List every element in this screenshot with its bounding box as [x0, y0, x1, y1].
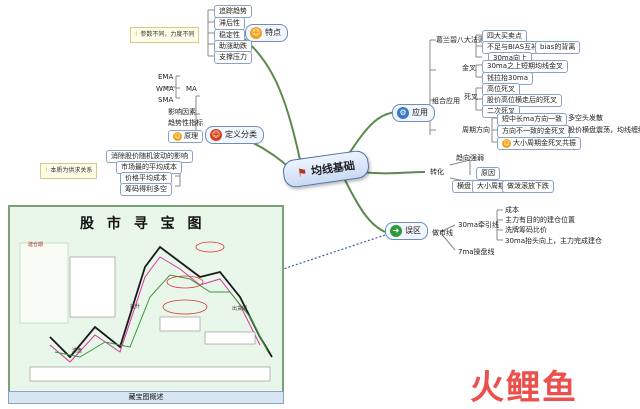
type-sma: SMA	[158, 96, 174, 104]
arrow-icon: ➜	[390, 225, 402, 237]
principle-item[interactable]: 做泼滚放下跌	[502, 180, 554, 193]
node-application-label: 应用	[412, 108, 428, 117]
type-wma: WMA	[156, 85, 174, 93]
node-definition-label: 定义分类	[225, 130, 257, 139]
death-cross-label: 死叉	[464, 93, 478, 101]
fund-line-label: 做市线	[432, 229, 453, 237]
ma7-label: 7ma操盘线	[458, 248, 495, 256]
essence-item[interactable]: 筹码得利多空	[120, 183, 172, 196]
smiley-icon: ☺	[502, 139, 511, 148]
treasure-map-caption: 藏宝图概述	[8, 391, 284, 404]
principle-node[interactable]: 原因	[476, 167, 500, 180]
smiley-icon: ☺	[210, 129, 222, 141]
node-pitfalls[interactable]: ➜ 误区	[385, 222, 428, 240]
node-application[interactable]: ⚙ 应用	[392, 104, 435, 122]
feature-note-text: 参数不同，力度不同	[140, 31, 195, 38]
ma30-label: 30ma牵引线	[458, 221, 500, 229]
combo-application-label: 组合应用	[432, 97, 460, 105]
node-definition[interactable]: ☺ 定义分类	[205, 126, 264, 144]
gear-icon: ⚙	[397, 107, 409, 119]
flag-icon: ⚑	[296, 165, 309, 180]
phase-label: 拉升	[130, 304, 141, 310]
essence-node[interactable]: ☺ 原理	[168, 130, 203, 143]
treasure-map-title: 股 市 寻 宝 图	[80, 216, 206, 232]
trend-strength-label: 趋向强弱	[456, 154, 484, 162]
central-topic-label: 均线基础	[310, 159, 356, 179]
treasure-map-drawing	[19, 241, 273, 382]
smiley-icon: ☺	[173, 132, 182, 141]
cycle-direction-label: 周期方向	[462, 126, 490, 134]
rule-group-label: 葛兰碧八大法则	[436, 36, 485, 44]
node-features-label: 特点	[265, 28, 281, 37]
phase-label: 出货期	[232, 306, 248, 312]
cycle-item-text: 大小周期金死叉共振	[513, 139, 576, 147]
trend-indicator-label: 趋势性指标	[168, 119, 203, 127]
cycle-item-text: 多空头发散	[568, 114, 603, 122]
rule-item[interactable]: bias的背离	[535, 41, 581, 54]
feature-note: ! 参数不同，力度不同	[130, 27, 200, 43]
cycle-item[interactable]: ☺ 大小周期金死叉共振	[497, 137, 581, 150]
smiley-icon: ☺	[250, 27, 262, 39]
essence-note-text: 本质为供求关系	[50, 167, 93, 174]
influence-label: 影响因素	[168, 108, 196, 116]
node-pitfalls-label: 误区	[405, 226, 421, 235]
ma30-item: 30ma抬头向上，主力完成建仓	[505, 237, 603, 245]
phase-label: 建仓期	[28, 242, 44, 248]
cycle-item-text: 股价横盘震荡，均线缠绕	[568, 126, 640, 134]
principle-item[interactable]: 大小周期	[472, 180, 510, 193]
feature-item[interactable]: 支撑压力	[214, 51, 252, 64]
warning-icon: !	[45, 167, 48, 174]
watermark-logo: 火鲤鱼	[470, 368, 578, 408]
ma30-item: 洗牌筹码比价	[505, 226, 547, 234]
essence-label: 原理	[184, 132, 198, 140]
phase-label: 洗盘	[72, 348, 83, 354]
ma30-item: 主力有目的的建仓位置	[505, 216, 575, 224]
death-cross-item[interactable]: 股价高位横走后的死叉	[482, 94, 562, 107]
node-features[interactable]: ☺ 特点	[245, 24, 288, 42]
type-ma: MA	[186, 85, 197, 93]
treasure-map-image: 股 市 寻 宝 图 建仓期 洗盘 拉升 出货期	[8, 205, 284, 398]
warning-icon: !	[135, 31, 138, 38]
golden-cross-label: 金叉	[462, 64, 476, 72]
transform-label: 转化	[430, 168, 444, 176]
essence-note: ! 本质为供求关系	[40, 163, 98, 179]
ma30-item: 成本	[505, 206, 519, 214]
type-ema: EMA	[158, 73, 174, 81]
